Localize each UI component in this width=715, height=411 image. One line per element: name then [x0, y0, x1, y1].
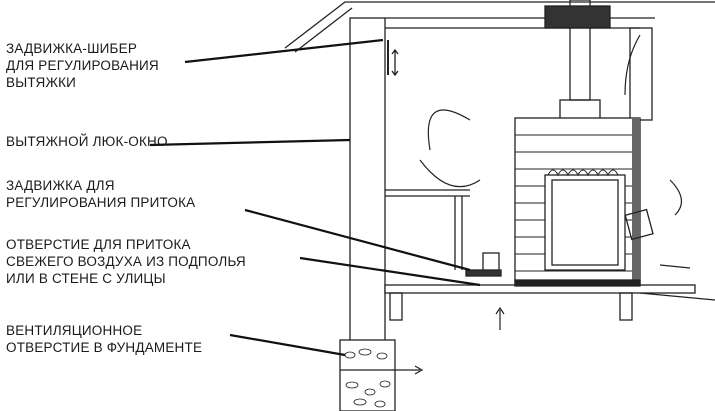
label-exhaust-damper: ЗАДВИЖКА-ШИБЕР ДЛЯ РЕГУЛИРОВАНИЯ ВЫТЯЖКИ — [6, 40, 159, 91]
roof — [284, 1, 715, 49]
label-exhaust-hatch: ВЫТЯЖНОЙ ЛЮК-ОКНО — [6, 133, 168, 150]
label-line: РЕГУЛИРОВАНИЯ ПРИТОКА — [6, 195, 196, 210]
label-line: ОТВЕРСТИЕ В ФУНДАМЕНТЕ — [6, 340, 203, 355]
heater — [544, 174, 626, 271]
airflow-arrows — [340, 34, 691, 375]
label-line: ОТВЕРСТИЕ ДЛЯ ПРИТОКА — [6, 237, 191, 252]
leader-lines — [149, 38, 481, 357]
left-wall — [349, 17, 386, 401]
label-supply-opening: ОТВЕРСТИЕ ДЛЯ ПРИТОКА СВЕЖЕГО ВОЗДУХА ИЗ… — [6, 236, 246, 287]
bench — [385, 189, 470, 270]
label-line: ВЫТЯЖНОЙ ЛЮК-ОКНО — [6, 134, 168, 149]
label-line: ДЛЯ РЕГУЛИРОВАНИЯ — [6, 58, 159, 73]
label-line: ЗАДВИЖКА ДЛЯ — [6, 178, 115, 193]
right-wall — [629, 27, 653, 121]
label-line: ВЕНТИЛЯЦИОННОЕ — [6, 323, 143, 338]
foundation-vent — [339, 339, 396, 411]
label-line: ЗАДВИЖКА-ШИБЕР — [6, 41, 138, 56]
label-foundation-vent: ВЕНТИЛЯЦИОННОЕ ОТВЕРСТИЕ В ФУНДАМЕНТЕ — [6, 322, 202, 356]
label-line: ВЫТЯЖКИ — [6, 75, 77, 90]
label-line: ИЛИ В СТЕНЕ С УЛИЦЫ — [6, 271, 166, 286]
label-supply-damper: ЗАДВИЖКА ДЛЯ РЕГУЛИРОВАНИЯ ПРИТОКА — [6, 177, 195, 211]
label-line: СВЕЖЕГО ВОЗДУХА ИЗ ПОДПОЛЬЯ — [6, 254, 246, 269]
